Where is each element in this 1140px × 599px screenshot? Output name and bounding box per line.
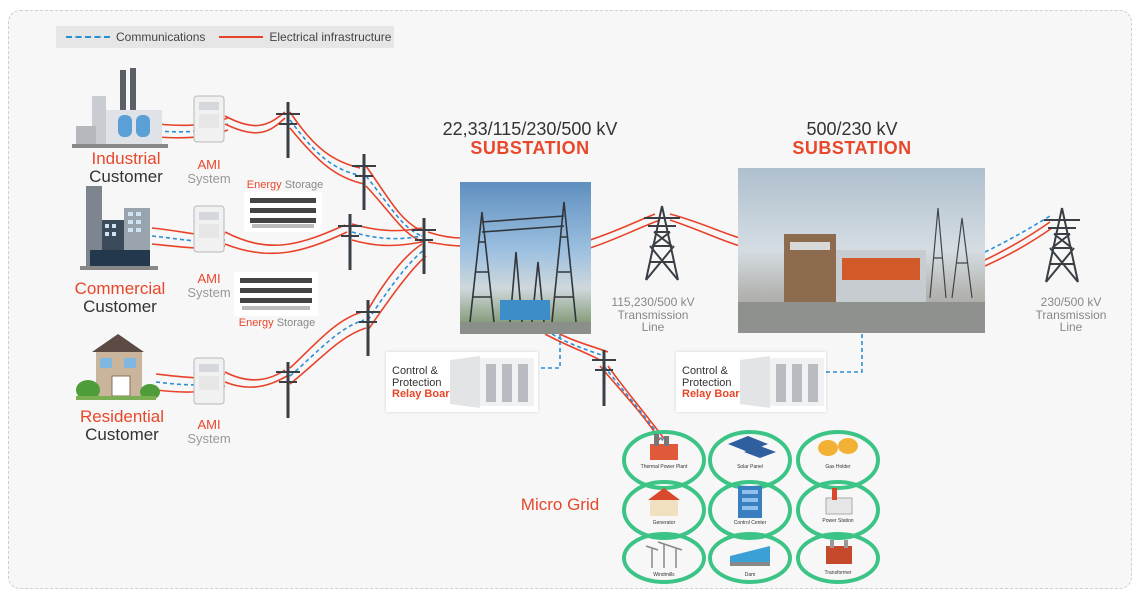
transmission-1-voltage: 115,230/500 kV <box>611 295 695 309</box>
legend-electrical-label: Electrical infrastructure <box>269 30 392 44</box>
micro-grid-nodes <box>645 434 858 568</box>
utility-pole-icon <box>592 350 616 406</box>
ami-label-line1: AMI <box>197 417 221 432</box>
substation-2-voltage: 500/230 kV <box>806 119 898 139</box>
legend-communications-label: Communications <box>116 30 206 44</box>
transmission-tower-icon <box>1044 207 1080 283</box>
ami-meter-icon <box>193 95 225 143</box>
relay-2-line1: Control & <box>682 365 728 377</box>
relay-2-line3: Relay Board <box>682 388 747 401</box>
substation-building-icon <box>738 207 985 333</box>
power-station-icon <box>825 488 853 515</box>
ami-label-line2: System <box>187 170 231 186</box>
energy-storage-label: Energy Storage <box>232 317 322 330</box>
residential-customer-label: Residential Customer <box>72 408 172 444</box>
utility-pole-icon <box>276 362 300 418</box>
utility-poles <box>276 102 616 418</box>
transmission-line-1-label: 115,230/500 kV Transmission Line <box>598 296 708 334</box>
substation-1-photo <box>460 182 591 334</box>
solar-panel-icon <box>728 436 776 458</box>
substation-1-voltage: 22,33/115/230/500 kV <box>442 119 618 139</box>
utility-pole-icon <box>276 102 300 158</box>
substation-2-photo <box>738 168 985 333</box>
ami-system-label: AMI System <box>182 418 236 445</box>
industrial-customer-label: Industrial Customer <box>78 150 174 186</box>
utility-pole-icon <box>352 154 376 210</box>
transmission-2-line: Line <box>1059 320 1083 335</box>
substation-structure-icon <box>460 201 591 334</box>
micro-grid-title: Micro Grid <box>520 495 600 514</box>
energy-storage-icon <box>234 272 318 316</box>
energy-storage-word2: Storage <box>276 317 316 329</box>
residential-label-line1: Residential <box>79 407 165 426</box>
transmission-2-word: Transmission <box>1035 307 1107 322</box>
thermal-power-plant-icon <box>650 434 678 460</box>
ami-system-label: AMI System <box>182 272 236 299</box>
energy-storage-word1: Energy <box>246 179 282 191</box>
relay-panel-icon <box>450 356 534 408</box>
relay-1-line2: Protection <box>392 376 442 389</box>
relay-2-line2: Protection <box>682 376 732 389</box>
utility-pole-icon <box>356 300 380 356</box>
ami-label-line1: AMI <box>197 271 221 286</box>
commercial-customer-label: Commercial Customer <box>70 280 170 316</box>
commercial-building-icon <box>80 186 158 270</box>
ami-label-line2: System <box>187 430 231 446</box>
ami-label-line2: System <box>187 284 231 300</box>
relay-board-1-text: Control & Protection Relay Board <box>392 365 457 401</box>
substation-1-name: SUBSTATION <box>470 137 590 158</box>
relay-board-2-text: Control & Protection Relay Board <box>682 365 747 401</box>
substation-2-name: SUBSTATION <box>792 137 912 158</box>
ami-meter-icon <box>193 205 225 253</box>
industrial-label-line2: Customer <box>89 166 163 186</box>
substation-1-label: 22,33/115/230/500 kV SUBSTATION <box>424 120 636 158</box>
energy-storage-word2: Storage <box>284 179 324 191</box>
energy-storage-word1: Energy <box>238 317 274 329</box>
relay-panel-icon <box>740 356 824 408</box>
substation-2-label: 500/230 kV SUBSTATION <box>770 120 934 158</box>
transmission-tower-icon <box>644 205 680 281</box>
transmission-1-line: Line <box>641 320 665 335</box>
commercial-label-line1: Commercial <box>74 279 166 298</box>
transformer-icon <box>826 540 852 564</box>
residential-label-line2: Customer <box>85 424 159 444</box>
relay-1-line3: Relay Board <box>392 388 457 401</box>
ami-label-line1: AMI <box>197 157 221 172</box>
relay-1-line1: Control & <box>392 365 438 377</box>
ami-system-label: AMI System <box>182 158 236 185</box>
industrial-factory-icon <box>72 68 168 148</box>
gas-holder-icon <box>818 438 858 456</box>
transmission-2-voltage: 230/500 kV <box>1040 295 1102 309</box>
energy-storage-icon <box>244 192 322 232</box>
commercial-label-line2: Customer <box>83 296 157 316</box>
generator-house-icon <box>648 488 680 516</box>
utility-pole-icon <box>412 218 436 274</box>
energy-storage-label: Energy Storage <box>240 179 330 192</box>
ami-meter-icon <box>193 357 225 405</box>
residential-house-icon <box>76 334 160 400</box>
communications-line-swatch <box>66 36 110 38</box>
electrical-line-swatch <box>219 36 264 38</box>
windmills-icon <box>645 541 683 568</box>
control-center-icon <box>738 486 762 518</box>
utility-pole-icon <box>338 214 362 270</box>
micro-grid-rings <box>622 430 880 584</box>
industrial-label-line1: Industrial <box>91 149 161 168</box>
legend: Communications Electrical infrastructure <box>56 26 394 48</box>
transmission-1-word: Transmission <box>617 307 689 322</box>
dam-icon <box>730 546 770 566</box>
transmission-line-2-label: 230/500 kV Transmission Line <box>1020 296 1122 334</box>
relay-board-2: Control & Protection Relay Board <box>676 352 826 412</box>
relay-board-1: Control & Protection Relay Board <box>386 352 538 412</box>
